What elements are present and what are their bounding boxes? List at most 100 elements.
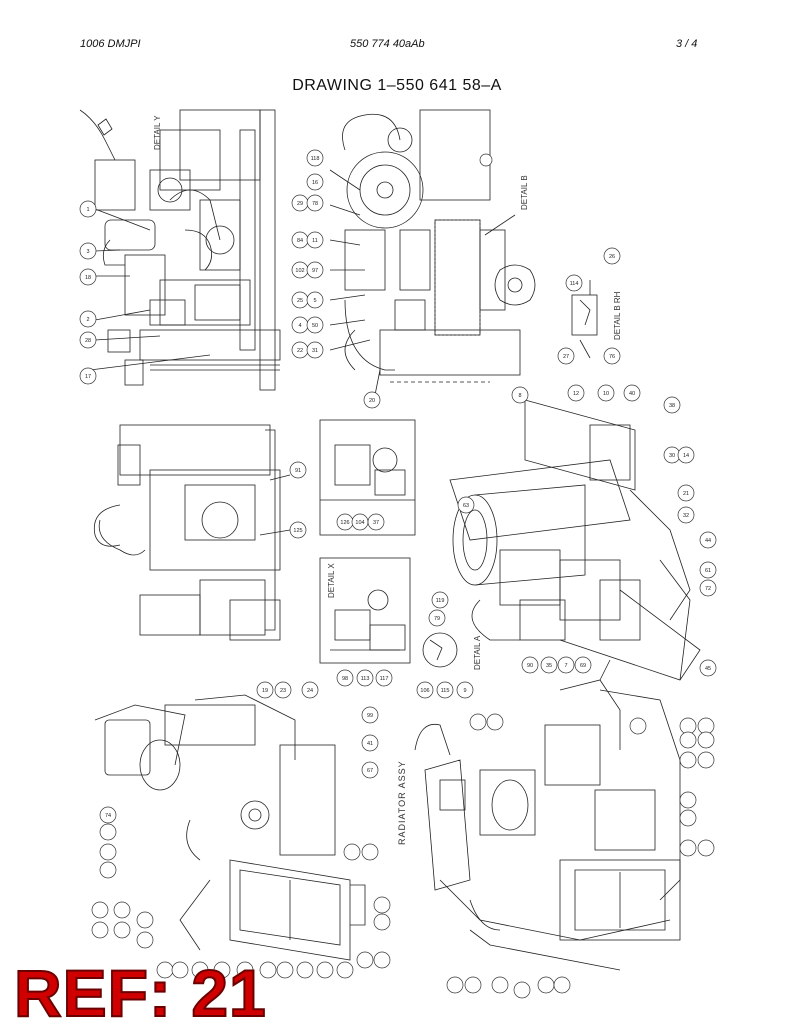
callout: 17 [79, 367, 97, 385]
svg-text:98: 98 [342, 676, 348, 682]
svg-text:19: 19 [262, 688, 268, 694]
callout: 76 [603, 347, 621, 365]
svg-text:106: 106 [420, 688, 429, 694]
svg-text:17: 17 [85, 374, 91, 380]
svg-text:90: 90 [527, 663, 533, 669]
svg-text:31: 31 [312, 348, 318, 354]
callout: 14 [677, 446, 695, 464]
callout: 45 [699, 659, 717, 677]
svg-text:9: 9 [463, 688, 466, 694]
svg-text:7: 7 [564, 663, 567, 669]
callout: 102 [291, 261, 309, 279]
svg-text:119: 119 [436, 598, 445, 604]
callout: 29 [291, 194, 309, 212]
callout: 69 [574, 656, 592, 674]
svg-text:76: 76 [609, 354, 615, 360]
svg-text:28: 28 [85, 338, 91, 344]
callout: 18 [79, 268, 97, 286]
svg-text:11: 11 [312, 238, 318, 244]
callout: 74 [99, 806, 117, 824]
callout: 113 [356, 669, 374, 687]
view-engine-iso-bottom-left [94, 694, 366, 961]
callout: 37 [367, 513, 385, 531]
callout: 27 [557, 347, 575, 365]
callout: 91 [289, 461, 307, 479]
svg-text:12: 12 [573, 391, 579, 397]
callout: 50 [306, 316, 324, 334]
callout: 67 [361, 761, 379, 779]
svg-text:69: 69 [580, 663, 586, 669]
svg-text:37: 37 [373, 520, 379, 526]
callout: 72 [699, 579, 717, 597]
svg-text:84: 84 [297, 238, 303, 244]
callout: 97 [306, 261, 324, 279]
svg-text:50: 50 [312, 323, 318, 329]
view-engine-front-top-middle [329, 109, 536, 396]
svg-text:14: 14 [683, 453, 689, 459]
callout: 79 [428, 609, 446, 627]
callout: 84 [291, 231, 309, 249]
callout: 1 [79, 200, 97, 218]
svg-text:35: 35 [546, 663, 552, 669]
svg-text:10: 10 [603, 391, 609, 397]
header-drawing-number: 550 774 40aAb [350, 38, 425, 50]
callout: 30 [663, 446, 681, 464]
callout: 26 [603, 247, 621, 265]
svg-text:16: 16 [312, 180, 318, 186]
callout: 25 [291, 291, 309, 309]
svg-text:5: 5 [313, 298, 316, 304]
callout: 4 [291, 316, 309, 334]
svg-text:25: 25 [297, 298, 303, 304]
label-detail-a: DETAIL A [473, 635, 482, 670]
callout: 41 [361, 734, 379, 752]
callout: 98 [336, 669, 354, 687]
svg-text:102: 102 [295, 268, 304, 274]
header-left-code: 1006 DMJPI [80, 38, 141, 50]
svg-text:2: 2 [86, 317, 89, 323]
view-engine-side-top-left [79, 109, 281, 391]
callout: 23 [274, 681, 292, 699]
svg-text:67: 67 [367, 768, 373, 774]
view-genset-iso-middle-right [449, 399, 701, 681]
svg-text:29: 29 [297, 201, 303, 207]
view-detail-b-rh [571, 280, 598, 359]
callout: 10 [597, 384, 615, 402]
svg-text:22: 22 [297, 348, 303, 354]
svg-text:30: 30 [669, 453, 675, 459]
callout: 125 [289, 521, 307, 539]
callout: 117 [375, 669, 393, 687]
callout: 28 [79, 331, 97, 349]
callout: 11 [306, 231, 324, 249]
callouts-extra [91, 153, 715, 999]
label-radiator-assy: RADIATOR ASSY [397, 760, 407, 845]
callout: 32 [677, 506, 695, 524]
callout: 2 [79, 310, 97, 328]
callout: 9 [456, 681, 474, 699]
svg-text:44: 44 [705, 538, 711, 544]
svg-text:26: 26 [609, 254, 615, 260]
callout: 38 [663, 396, 681, 414]
svg-text:118: 118 [311, 156, 320, 162]
svg-text:27: 27 [563, 354, 569, 360]
svg-text:97: 97 [312, 268, 318, 274]
view-detail-inset-lower [319, 557, 411, 664]
svg-text:45: 45 [705, 666, 711, 672]
svg-text:79: 79 [434, 616, 440, 622]
drawing-title: DRAWING 1–550 641 58–A [292, 77, 502, 94]
callout: 35 [540, 656, 558, 674]
view-detail-a [422, 632, 458, 668]
callout: 20 [363, 391, 381, 409]
view-detail-inset-upper [319, 419, 416, 536]
svg-text:115: 115 [441, 688, 450, 694]
svg-text:78: 78 [312, 201, 318, 207]
callout: 115 [436, 681, 454, 699]
callout: 24 [301, 681, 319, 699]
callout: 22 [291, 341, 309, 359]
callout: 126 [336, 513, 354, 531]
callout: 5 [306, 291, 324, 309]
svg-text:114: 114 [570, 281, 579, 287]
svg-text:41: 41 [367, 741, 373, 747]
svg-text:91: 91 [295, 468, 301, 474]
svg-text:32: 32 [683, 513, 689, 519]
